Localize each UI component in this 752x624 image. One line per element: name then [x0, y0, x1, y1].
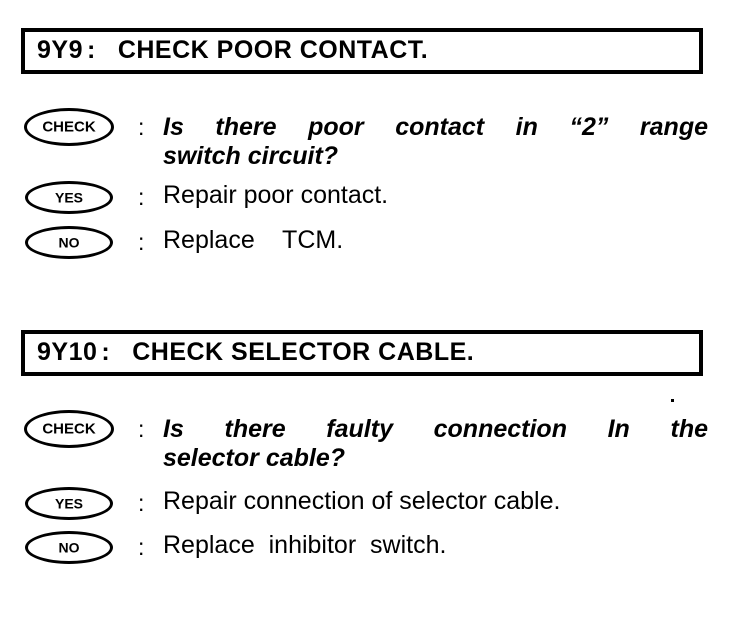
step-header-box-9y10: 9Y10: CHECK SELECTOR CABLE.	[21, 330, 703, 376]
step-code: 9Y9	[37, 36, 83, 64]
no-badge: NO	[25, 226, 113, 259]
check-question-line-2: switch circuit?	[163, 142, 339, 170]
check-question: Is there faulty connection In the select…	[163, 415, 708, 473]
step-code: 9Y10	[37, 338, 98, 366]
no-badge: NO	[25, 531, 113, 564]
check-badge: CHECK	[24, 410, 114, 448]
yes-badge: YES	[25, 181, 113, 214]
check-colon: :	[138, 416, 145, 442]
step-code-colon: :	[101, 338, 111, 366]
step-header-text: 9Y10: CHECK SELECTOR CABLE.	[37, 340, 474, 365]
yes-colon: :	[138, 490, 145, 516]
step-header-box-9y9: 9Y9: CHECK POOR CONTACT.	[21, 28, 703, 74]
check-colon: :	[138, 114, 145, 140]
no-colon: :	[138, 534, 145, 560]
check-question: Is there poor contact in “2” range switc…	[163, 113, 708, 171]
scan-artifact-speck	[671, 399, 674, 402]
step-title: CHECK POOR CONTACT.	[117, 36, 429, 64]
step-header-text: 9Y9: CHECK POOR CONTACT.	[37, 38, 428, 63]
yes-answer-text: Repair connection of selector cable.	[163, 487, 561, 515]
check-badge: CHECK	[24, 108, 114, 146]
check-question-line-1: Is there poor contact in “2” range	[163, 113, 708, 141]
check-question-line-2: selector cable?	[163, 444, 346, 472]
yes-answer-text: Repair poor contact.	[163, 181, 389, 209]
no-badge-label: NO	[58, 234, 80, 250]
check-question-line-1: Is there faulty connection In the	[163, 415, 708, 443]
no-badge-label: NO	[58, 539, 80, 555]
check-badge-label: CHECK	[42, 420, 96, 437]
no-colon: :	[138, 229, 145, 255]
no-answer-text: Replace inhibitor switch.	[163, 531, 447, 559]
step-title: CHECK SELECTOR CABLE.	[132, 338, 475, 366]
yes-badge-label: YES	[54, 189, 83, 205]
yes-badge-label: YES	[54, 495, 83, 511]
check-badge-label: CHECK	[42, 118, 96, 135]
yes-colon: :	[138, 184, 145, 210]
no-answer-text: Replace TCM.	[163, 226, 344, 254]
yes-badge: YES	[25, 487, 113, 520]
step-code-colon: :	[86, 36, 96, 64]
